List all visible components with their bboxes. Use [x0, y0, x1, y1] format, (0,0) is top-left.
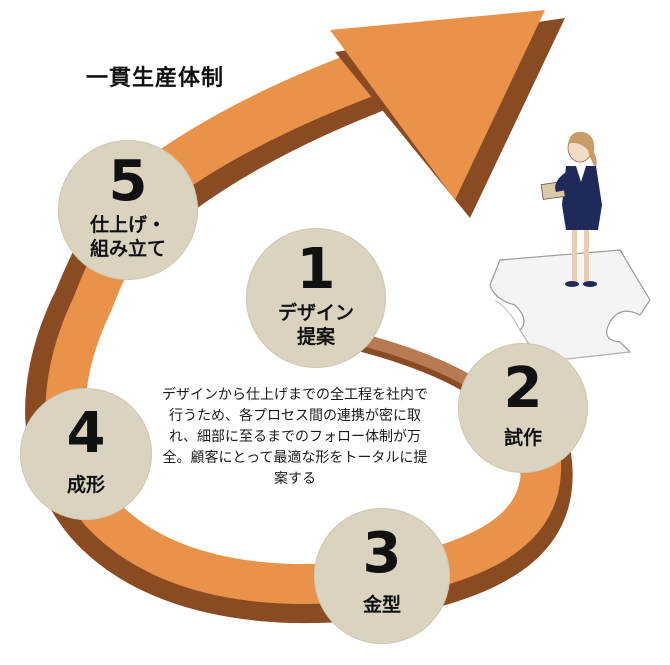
businesswoman-on-puzzle-piece [489, 131, 651, 363]
step-1-label: デザイン 提案 [277, 302, 354, 348]
diagram-title: 一貫生産体制 [86, 66, 225, 91]
step-3-label: 金型 [362, 594, 401, 616]
description-text: デザインから仕上げまでの全工程を社内で行うため、各プロセス間の連携が密に取れ、細… [162, 387, 428, 487]
arrow-head [330, 10, 545, 200]
step-1-number: 1 [296, 237, 336, 302]
step-3-circle: 3 金型 [314, 508, 450, 644]
legs-right [584, 230, 589, 282]
step-5-label: 仕上げ・ 組み立て [89, 214, 166, 260]
blouse [576, 166, 586, 182]
step-5-number: 5 [108, 149, 148, 214]
step-4-label: 成形 [66, 474, 105, 496]
jacket [562, 166, 602, 230]
step-4-circle: 4 成形 [20, 388, 152, 520]
puzzle-piece-shadow [494, 299, 631, 363]
loop-ribbon [45, 196, 562, 605]
step-3-number: 3 [362, 521, 402, 586]
step-5-circle: 5 仕上げ・ 組み立て [58, 140, 198, 280]
step-1-circle: 1 デザイン 提案 [246, 228, 386, 368]
step-2-label: 試作 [503, 427, 542, 449]
puzzle-piece [489, 249, 651, 363]
hair [568, 131, 597, 168]
arm [555, 172, 566, 192]
shoe-right [583, 281, 597, 287]
legs [572, 230, 577, 282]
shoe-left [565, 281, 579, 287]
step-2-number: 2 [503, 356, 543, 421]
step-2-circle: 2 試作 [458, 343, 588, 473]
step-4-number: 4 [66, 401, 106, 466]
